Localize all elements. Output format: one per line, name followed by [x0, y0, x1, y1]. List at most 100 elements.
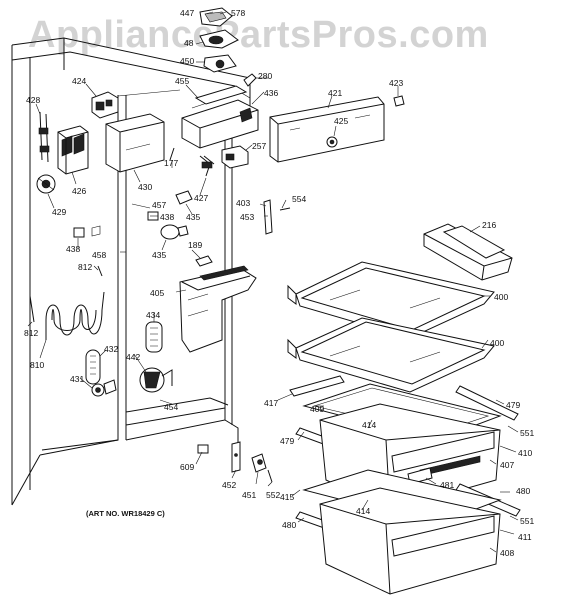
label-403: 403 — [236, 198, 250, 208]
wire-428 — [38, 111, 50, 163]
label-189: 189 — [188, 240, 202, 250]
bracket-430 — [105, 113, 165, 173]
clip-435 — [175, 190, 193, 205]
label-409: 409 — [310, 404, 324, 414]
label-457: 457 — [152, 200, 166, 210]
knob-423 — [393, 95, 405, 107]
label-458: 458 — [92, 250, 106, 260]
label-257: 257 — [252, 141, 266, 151]
label-424: 424 — [72, 76, 86, 86]
clip-177 — [169, 147, 175, 161]
label-216: 216 — [482, 220, 496, 230]
vent-432 — [85, 349, 101, 385]
grille-434 — [145, 321, 163, 353]
label-423: 423 — [389, 78, 403, 88]
label-421: 421 — [328, 88, 342, 98]
switch-438-lower — [73, 227, 85, 238]
label-434: 434 — [146, 310, 160, 320]
relay-257 — [221, 145, 249, 169]
clip-812 — [29, 295, 35, 323]
screw-552 — [267, 469, 273, 483]
label-400a: 400 — [494, 292, 508, 302]
label-438a: 438 — [160, 212, 174, 222]
shelf-400-lower — [287, 317, 495, 393]
thermostat-424 — [91, 91, 119, 119]
label-480a: 480 — [516, 486, 530, 496]
label-429: 429 — [52, 207, 66, 217]
part-number-labels: 447 578 48 450 280 455 436 421 423 424 4… — [24, 8, 534, 558]
label-554: 554 — [292, 194, 306, 204]
leader-lines — [27, 11, 519, 553]
label-609: 609 — [180, 462, 194, 472]
label-442: 442 — [126, 352, 140, 362]
control-panel-421 — [269, 96, 385, 163]
crisper-drawer-411 — [319, 487, 501, 595]
clip-280 — [243, 73, 257, 87]
air-duct-405 — [179, 265, 257, 353]
wires-427 — [199, 155, 215, 177]
tab — [91, 225, 101, 237]
label-551b: 551 — [520, 516, 534, 526]
top-fan-assembly — [199, 7, 239, 73]
label-552: 552 — [266, 490, 280, 500]
fan-motor-429 — [36, 174, 56, 194]
label-435b: 435 — [152, 250, 166, 260]
control-housing-436 — [181, 85, 259, 149]
rail-403 — [263, 199, 273, 235]
label-435a: 435 — [186, 212, 200, 222]
screw-554 — [279, 207, 291, 211]
label-454: 454 — [164, 402, 178, 412]
label-450: 450 — [180, 56, 194, 66]
label-453: 453 — [240, 212, 254, 222]
label-436: 436 — [264, 88, 278, 98]
light-housing-426 — [57, 125, 89, 175]
label-432: 432 — [104, 344, 118, 354]
label-407: 407 — [500, 460, 514, 470]
label-431: 431 — [70, 374, 84, 384]
heater-coil-810 — [45, 291, 105, 340]
label-578: 578 — [231, 8, 245, 18]
bracket-609 — [197, 444, 209, 454]
label-405: 405 — [150, 288, 164, 298]
label-438b: 438 — [66, 244, 80, 254]
label-812a: 812 — [78, 262, 92, 272]
clip-812-top — [97, 265, 103, 277]
label-479b: 479 — [280, 436, 294, 446]
label-400b: 400 — [490, 338, 504, 348]
knob-431 — [91, 379, 117, 397]
label-481: 481 — [440, 480, 454, 490]
rail-417 — [289, 375, 345, 397]
label-426: 426 — [72, 186, 86, 196]
label-455: 455 — [175, 76, 189, 86]
fan-motor-442 — [139, 367, 173, 393]
label-415: 415 — [280, 492, 294, 502]
label-177: 177 — [164, 158, 178, 168]
label-427: 427 — [194, 193, 208, 203]
roller-451 — [251, 453, 267, 473]
label-479a: 479 — [506, 400, 520, 410]
label-410: 410 — [518, 448, 532, 458]
label-425: 425 — [334, 116, 348, 126]
label-430: 430 — [138, 182, 152, 192]
label-48: 48 — [184, 38, 194, 48]
label-411: 411 — [518, 532, 532, 542]
label-414a: 414 — [362, 420, 376, 430]
hinge-452 — [231, 441, 241, 473]
label-447: 447 — [180, 8, 194, 18]
label-417: 417 — [264, 398, 278, 408]
art-number-caption: (ART NO. WR18429 C) — [86, 509, 165, 518]
rail-479-right — [455, 385, 519, 421]
bin-216 — [423, 223, 513, 281]
label-812b: 812 — [24, 328, 38, 338]
label-451: 451 — [242, 490, 256, 500]
label-414b: 414 — [356, 506, 370, 516]
label-551a: 551 — [520, 428, 534, 438]
label-280: 280 — [258, 71, 272, 81]
label-810: 810 — [30, 360, 44, 370]
label-452: 452 — [222, 480, 236, 490]
light-bulb-435 — [160, 224, 189, 240]
label-428: 428 — [26, 95, 40, 105]
part-189 — [195, 255, 213, 267]
label-408: 408 — [500, 548, 514, 558]
